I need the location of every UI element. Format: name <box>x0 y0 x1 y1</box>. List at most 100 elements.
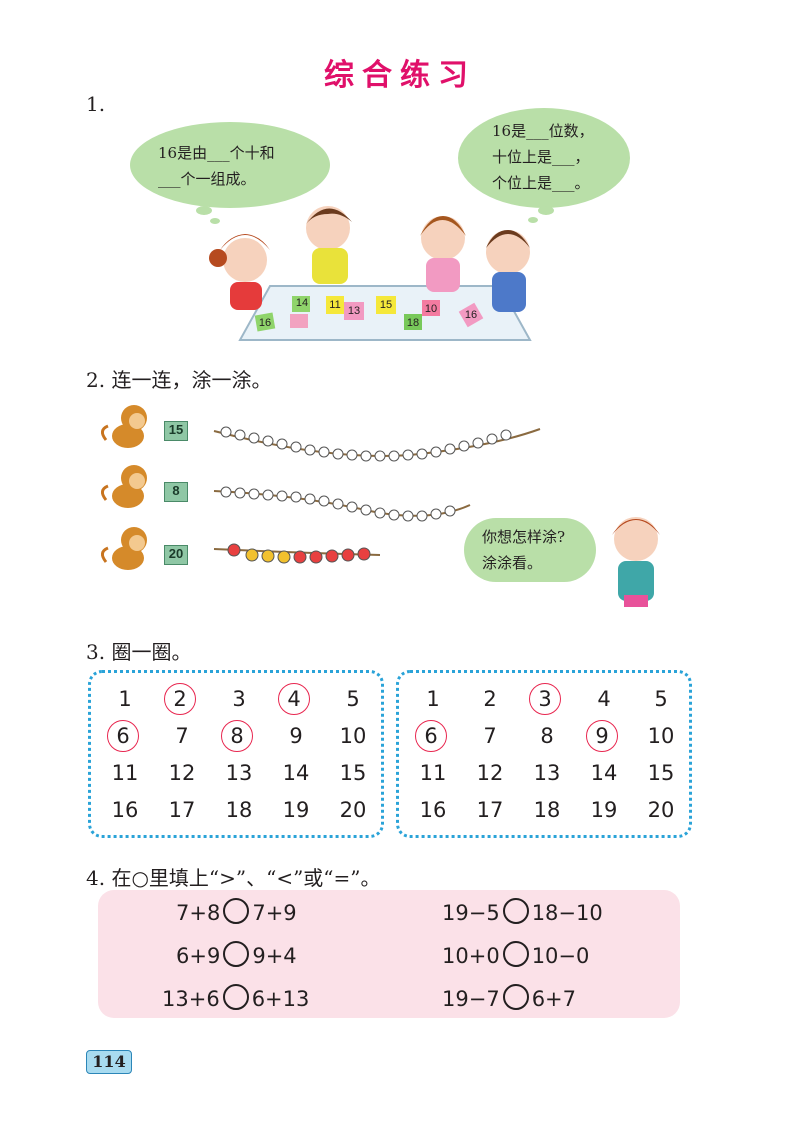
children-illustration <box>209 206 532 341</box>
grid-number[interactable]: 17 <box>168 798 196 822</box>
expression: 6+9 <box>176 944 221 968</box>
grid-number[interactable]: 1 <box>118 687 132 711</box>
expression: 19−5 <box>442 901 500 925</box>
grid-number[interactable]: 18 <box>533 798 561 822</box>
grid-number[interactable]: 13 <box>533 761 561 785</box>
comparison-row-2-right: 10+0 10−0 <box>442 941 589 968</box>
circled-number[interactable]: 6 <box>107 720 139 752</box>
comparison-row-3-left: 13+6 6+13 <box>162 984 309 1011</box>
question-3-heading: 3. 圈一圈。 <box>86 640 192 664</box>
monkey-icon <box>101 405 147 448</box>
grid-number[interactable]: 19 <box>590 798 618 822</box>
circled-number[interactable]: 8 <box>221 720 253 752</box>
bubble-paint-line1: 你想怎样涂? <box>482 528 566 546</box>
bubble-left-line2: ___个一组成。 <box>158 170 256 188</box>
monkey-icon <box>101 465 147 508</box>
grid-number[interactable]: 7 <box>483 724 497 748</box>
speech-bubble-paint: 你想怎样涂? 涂涂看。 <box>464 518 596 582</box>
expression: 13+6 <box>162 987 220 1011</box>
bubble-tail-dot <box>210 218 220 224</box>
expression: 6+13 <box>251 987 310 1011</box>
bubble-tail-dot <box>528 217 538 223</box>
grid-number[interactable]: 12 <box>476 761 504 785</box>
question-1-number: 1. <box>86 92 106 116</box>
grid-number[interactable]: 16 <box>419 798 447 822</box>
grid-number[interactable]: 11 <box>419 761 447 785</box>
circled-number[interactable]: 9 <box>586 720 618 752</box>
grid-number[interactable]: 20 <box>647 798 675 822</box>
grid-number[interactable]: 20 <box>339 798 367 822</box>
card-label: 14 <box>295 297 309 309</box>
grid-number[interactable]: 5 <box>346 687 360 711</box>
page-number: 114 <box>86 1050 132 1074</box>
grid-number[interactable]: 11 <box>111 761 139 785</box>
expression: 10−0 <box>531 944 590 968</box>
circled-number[interactable]: 4 <box>278 683 310 715</box>
expression: 7+9 <box>252 901 297 925</box>
comparison-panel: 7+8 7+9 19−5 18−10 6+9 9+4 10+0 10−0 13+6 6+1… <box>98 890 680 1018</box>
grid-number[interactable]: 19 <box>282 798 310 822</box>
circled-number[interactable]: 3 <box>529 683 561 715</box>
card-label: 15 <box>379 299 393 311</box>
grid-number[interactable]: 16 <box>111 798 139 822</box>
answer-circle[interactable] <box>502 984 529 1010</box>
answer-circle[interactable] <box>223 898 250 924</box>
grid-number[interactable]: 1 <box>426 687 440 711</box>
comparison-row-3-right: 19−7 6+7 <box>442 984 576 1011</box>
grid-number[interactable]: 5 <box>654 687 668 711</box>
page-title: 综合练习 <box>324 58 476 93</box>
grid-number[interactable]: 18 <box>225 798 253 822</box>
gourd-beads-string-2 <box>220 486 456 522</box>
grid-number[interactable]: 13 <box>225 761 253 785</box>
card-label: 16 <box>464 309 478 321</box>
grid-number[interactable]: 14 <box>282 761 310 785</box>
card-label: 18 <box>406 317 420 329</box>
grid-number[interactable]: 14 <box>590 761 618 785</box>
monkey-icon <box>101 527 147 570</box>
number-badge: 15 <box>164 421 188 441</box>
grid-number[interactable]: 3 <box>232 687 246 711</box>
expression: 7+8 <box>176 901 221 925</box>
answer-circle[interactable] <box>502 898 529 924</box>
circled-number[interactable]: 2 <box>164 683 196 715</box>
grid-number[interactable]: 10 <box>647 724 675 748</box>
expression: 9+4 <box>252 944 297 968</box>
bubble-left-line1: 16是由___个十和 <box>158 144 275 162</box>
expression: 10+0 <box>442 944 500 968</box>
number-cards <box>254 296 484 332</box>
answer-circle[interactable] <box>222 984 249 1010</box>
card-label: 16 <box>258 317 272 329</box>
speech-bubble-right: 16是___位数， 十位上是___， 个位上是___。 <box>458 108 630 208</box>
expression: 19−7 <box>442 987 500 1011</box>
grid-number[interactable]: 7 <box>175 724 189 748</box>
grid-number[interactable]: 15 <box>339 761 367 785</box>
grid-number[interactable]: 15 <box>647 761 675 785</box>
expression: 18−10 <box>531 901 603 925</box>
bubble-tail-dot <box>538 206 554 215</box>
grid-number[interactable]: 17 <box>476 798 504 822</box>
expression: 6+7 <box>531 987 577 1011</box>
grid-number[interactable]: 8 <box>540 724 554 748</box>
grid-number[interactable]: 9 <box>289 724 303 748</box>
grid-number[interactable]: 2 <box>483 687 497 711</box>
grid-number[interactable]: 12 <box>168 761 196 785</box>
card-label: 10 <box>424 303 438 315</box>
number-badge: 20 <box>164 545 188 565</box>
number-badge: 8 <box>164 482 188 502</box>
grid-number[interactable]: 4 <box>597 687 611 711</box>
answer-circle[interactable] <box>223 941 250 967</box>
monkeys <box>101 405 147 570</box>
circled-number[interactable]: 6 <box>415 720 447 752</box>
grid-number[interactable]: 10 <box>339 724 367 748</box>
bubble-paint-line2: 涂涂看。 <box>482 554 543 572</box>
speech-bubble-left: 16是由___个十和 ___个一组成。 <box>130 122 330 208</box>
bubble-right-line2: 十位上是___， <box>492 148 590 166</box>
gourd-beads-string-1 <box>220 426 512 462</box>
comparison-row-1-left: 7+8 7+9 <box>176 898 297 925</box>
answer-circle[interactable] <box>502 941 529 967</box>
bubble-right-line3: 个位上是___。 <box>492 174 590 192</box>
card-label: 11 <box>329 299 341 311</box>
bubble-right-line1: 16是___位数， <box>492 122 594 140</box>
bubble-tail-dot <box>196 206 212 215</box>
